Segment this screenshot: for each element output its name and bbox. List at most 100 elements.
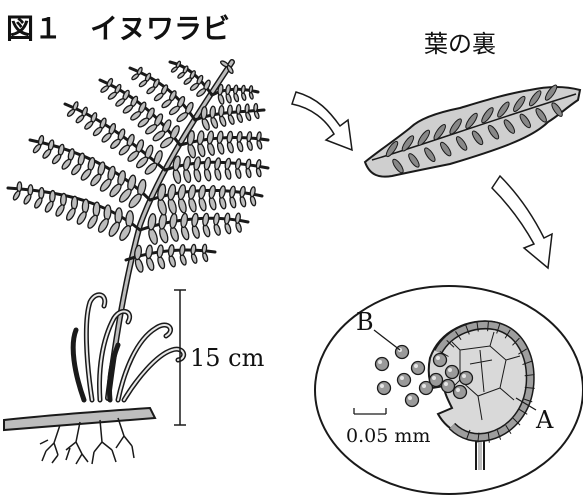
spore-highlight bbox=[444, 382, 448, 386]
pinnule bbox=[147, 213, 157, 230]
pinnule bbox=[169, 226, 180, 242]
pinnule bbox=[182, 156, 191, 171]
pinnule bbox=[172, 168, 182, 184]
pinnule bbox=[126, 149, 140, 162]
spore bbox=[376, 358, 389, 371]
pinnule bbox=[218, 105, 224, 116]
pinnule bbox=[54, 204, 65, 218]
sporangium-detail-view: B A 0.05 mm bbox=[315, 286, 583, 494]
arrow-to-leaf-icon bbox=[292, 92, 352, 150]
pinnule bbox=[245, 104, 250, 113]
pinnule bbox=[122, 104, 134, 115]
pinnule bbox=[213, 213, 220, 225]
pinnule bbox=[158, 227, 169, 244]
pinnule bbox=[196, 87, 207, 97]
pinnule bbox=[89, 173, 103, 188]
plant-scale-bar: 15 cm bbox=[174, 290, 265, 425]
pinnule bbox=[12, 190, 21, 201]
pinnule bbox=[100, 85, 110, 94]
pinnule bbox=[167, 184, 177, 201]
spore bbox=[454, 386, 467, 399]
spore-highlight bbox=[378, 360, 382, 364]
pinnule bbox=[61, 158, 73, 171]
pinnule bbox=[138, 79, 147, 88]
pinnule bbox=[216, 131, 223, 144]
leaf-underside-label: 葉の裏 bbox=[424, 30, 496, 58]
pinnule bbox=[107, 221, 121, 238]
spore bbox=[412, 362, 425, 375]
pinnule bbox=[147, 227, 159, 245]
pinnule bbox=[235, 158, 242, 169]
pinnule bbox=[179, 244, 185, 255]
pinnule bbox=[249, 85, 253, 93]
pinnule bbox=[84, 120, 95, 130]
spore bbox=[378, 382, 391, 395]
pinnule bbox=[236, 104, 241, 114]
pinnule bbox=[76, 210, 88, 225]
pinnule bbox=[183, 77, 192, 86]
spore bbox=[446, 366, 459, 379]
pinnule bbox=[49, 190, 55, 202]
spore-highlight bbox=[456, 388, 460, 392]
pinnule bbox=[177, 71, 185, 79]
pinnule bbox=[145, 257, 155, 272]
pinnule bbox=[129, 110, 142, 121]
pinnule bbox=[153, 92, 164, 102]
spore bbox=[434, 354, 447, 367]
pinnule bbox=[177, 184, 186, 200]
pinnule bbox=[118, 144, 131, 157]
plant-scale-label: 15 cm bbox=[190, 344, 265, 372]
pinnule bbox=[198, 185, 207, 200]
pinnule bbox=[241, 85, 246, 93]
label-b: B bbox=[356, 308, 374, 336]
pinnule bbox=[66, 108, 75, 117]
pinnule bbox=[189, 82, 199, 91]
pinnule bbox=[219, 185, 227, 198]
pinnule bbox=[254, 103, 258, 111]
pinnule bbox=[188, 184, 197, 199]
pinnule bbox=[75, 114, 85, 124]
pinnule bbox=[32, 143, 42, 154]
pinnule bbox=[71, 196, 78, 210]
pinnule bbox=[239, 186, 246, 198]
pinnule bbox=[169, 213, 178, 229]
pinnule bbox=[191, 225, 201, 239]
pinnule bbox=[145, 245, 153, 259]
pinnule bbox=[70, 163, 82, 176]
spore-highlight bbox=[432, 376, 436, 380]
spore bbox=[406, 394, 419, 407]
pinnule bbox=[114, 208, 122, 224]
pinnule bbox=[180, 225, 190, 240]
pinnule bbox=[109, 138, 121, 150]
pinnule bbox=[171, 66, 179, 73]
pinnule bbox=[226, 131, 233, 143]
pinnule bbox=[157, 256, 166, 270]
pinnule bbox=[158, 213, 167, 229]
pinnule bbox=[51, 153, 62, 165]
fern-plant bbox=[4, 60, 268, 464]
pinnule bbox=[203, 157, 211, 170]
spore-highlight bbox=[436, 356, 440, 360]
pinnule bbox=[23, 193, 33, 205]
spore bbox=[430, 374, 443, 387]
pinnule bbox=[206, 131, 214, 145]
spore-highlight bbox=[400, 376, 404, 380]
pinnule bbox=[42, 148, 52, 159]
label-a: A bbox=[535, 406, 554, 434]
pinnule bbox=[92, 126, 103, 137]
pinnule bbox=[236, 131, 242, 142]
pinnule bbox=[201, 107, 208, 120]
pinnule bbox=[191, 213, 199, 227]
pinnule bbox=[134, 257, 145, 273]
pinnule bbox=[233, 85, 238, 94]
pinnule bbox=[44, 200, 55, 213]
pinnule bbox=[157, 198, 168, 216]
spore-highlight bbox=[380, 384, 384, 388]
pinnule bbox=[245, 159, 251, 169]
pinnule bbox=[137, 117, 150, 129]
pinnule bbox=[182, 168, 191, 183]
pinnule bbox=[161, 98, 173, 109]
pinnule bbox=[202, 244, 207, 254]
pinnule bbox=[188, 197, 198, 212]
pinnule bbox=[246, 131, 252, 141]
